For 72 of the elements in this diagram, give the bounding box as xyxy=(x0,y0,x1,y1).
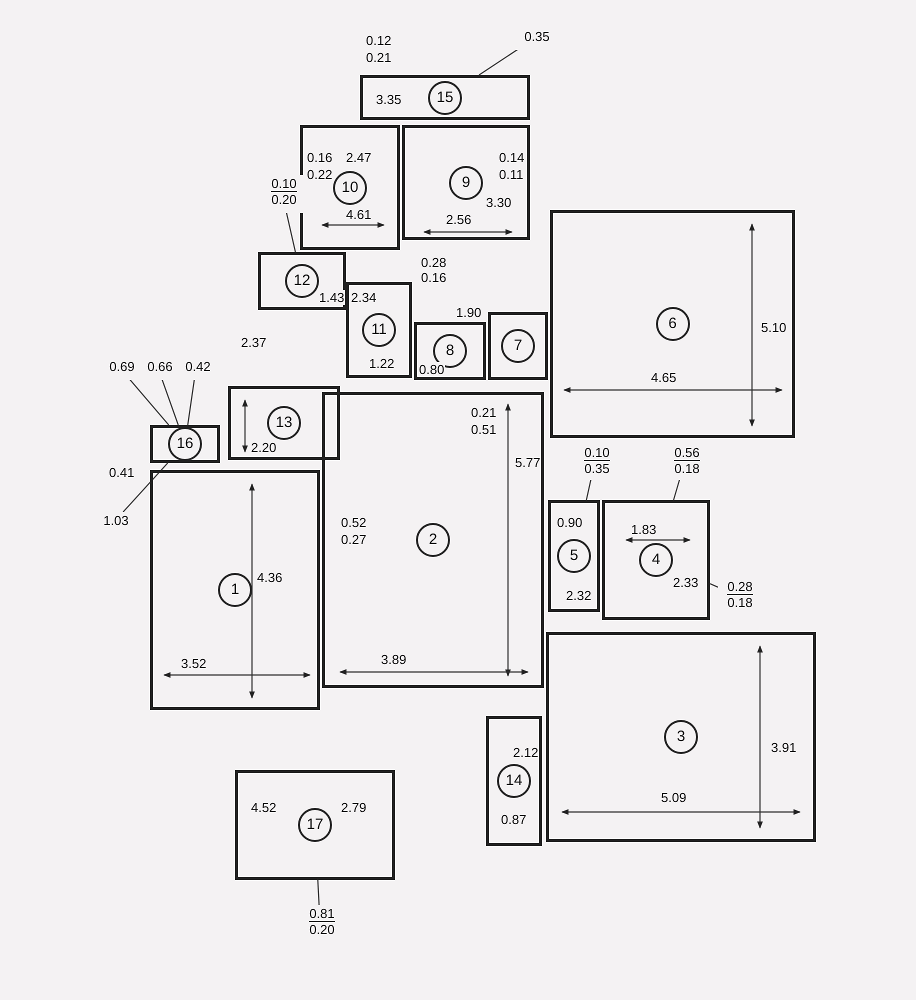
room-number: 7 xyxy=(501,329,535,363)
leader-line xyxy=(710,583,718,588)
dimension-text: 0.27 xyxy=(340,532,368,547)
dimension-text: 1.83 xyxy=(630,522,658,537)
dimension-text: 2.32 xyxy=(565,588,592,603)
room-outline xyxy=(546,632,816,842)
dimension-text: 4.52 xyxy=(250,800,278,815)
dimension-text: 0.16 xyxy=(420,270,448,285)
dimension-text: 0.87 xyxy=(500,812,528,827)
dimension-text: 0.11 xyxy=(498,167,524,182)
dimension-text: 4.65 xyxy=(650,370,678,385)
dimension-text: 3.91 xyxy=(770,740,798,755)
room-outline xyxy=(150,425,220,463)
leader-line xyxy=(122,462,168,512)
room-number: 5 xyxy=(557,539,591,573)
dimension-text: 3.35 xyxy=(375,92,402,107)
dimension-text: 2.47 xyxy=(345,150,372,165)
dimension-text: 0.14 xyxy=(498,150,526,165)
dimension-text: 0.21 xyxy=(365,50,392,65)
leader-line xyxy=(286,210,296,252)
dimension-text: 0.12 xyxy=(365,33,392,48)
dimension-text: 1.22 xyxy=(368,356,396,371)
dimension-text: 4.61 xyxy=(345,207,372,222)
dimension-text: 5.10 xyxy=(760,320,788,335)
room-number: 16 xyxy=(168,427,202,461)
dimension-text: 4.36 xyxy=(256,570,284,585)
room-number: 9 xyxy=(449,166,483,200)
dimension-text: 5.09 xyxy=(660,790,688,805)
dimension-text: 2.56 xyxy=(445,212,472,227)
dimension-text: 0.90 xyxy=(556,515,584,530)
dimension-text: 0.28 xyxy=(420,255,448,270)
dimension-text: 5.77 xyxy=(514,455,542,470)
dimension-text: 3.30 xyxy=(485,195,512,210)
leader-line xyxy=(317,880,320,906)
dimension-text: 3.52 xyxy=(180,656,208,671)
leader-line xyxy=(160,378,179,426)
room-number: 3 xyxy=(664,720,698,754)
room-outline xyxy=(402,125,530,240)
leader-line xyxy=(586,478,592,500)
dimension-text: 0.16 xyxy=(306,150,334,165)
dimension-text: 2.34 xyxy=(350,290,378,305)
dimension-text: 1.43 xyxy=(318,290,346,305)
dimension-text: 0.21 xyxy=(470,405,498,420)
dimension-text: 2.37 xyxy=(240,335,268,350)
dimension-text: 2.33 xyxy=(672,575,700,590)
leader-line xyxy=(673,478,681,500)
room-outline xyxy=(322,392,544,688)
dimension-text: 0.22 xyxy=(306,167,334,182)
dimension-text: 0.51 xyxy=(470,422,498,437)
room-outline xyxy=(602,500,710,620)
room-number: 11 xyxy=(362,313,396,347)
room-number: 15 xyxy=(428,80,462,114)
dimension-text: 0.52 xyxy=(340,515,368,530)
leader-line xyxy=(187,378,196,426)
room-outline xyxy=(550,210,795,438)
dimension-text: 2.12 xyxy=(512,745,540,760)
leader-line xyxy=(478,48,520,76)
room-outline xyxy=(150,470,320,710)
room-number: 1 xyxy=(218,573,252,607)
dimension-text: 2.20 xyxy=(250,440,278,455)
dimension-text: 2.79 xyxy=(340,800,368,815)
room-outline xyxy=(235,770,395,880)
leader-line xyxy=(128,378,170,426)
room-number: 6 xyxy=(656,307,690,341)
room-number: 2 xyxy=(416,523,450,557)
room-number: 14 xyxy=(497,764,531,798)
dimension-text: 1.90 xyxy=(455,305,482,320)
dimension-text: 3.89 xyxy=(380,652,408,667)
dimension-text: 0.41 xyxy=(108,465,136,480)
room-outline xyxy=(488,312,548,380)
room-number: 17 xyxy=(298,808,332,842)
room-number: 4 xyxy=(639,543,673,577)
